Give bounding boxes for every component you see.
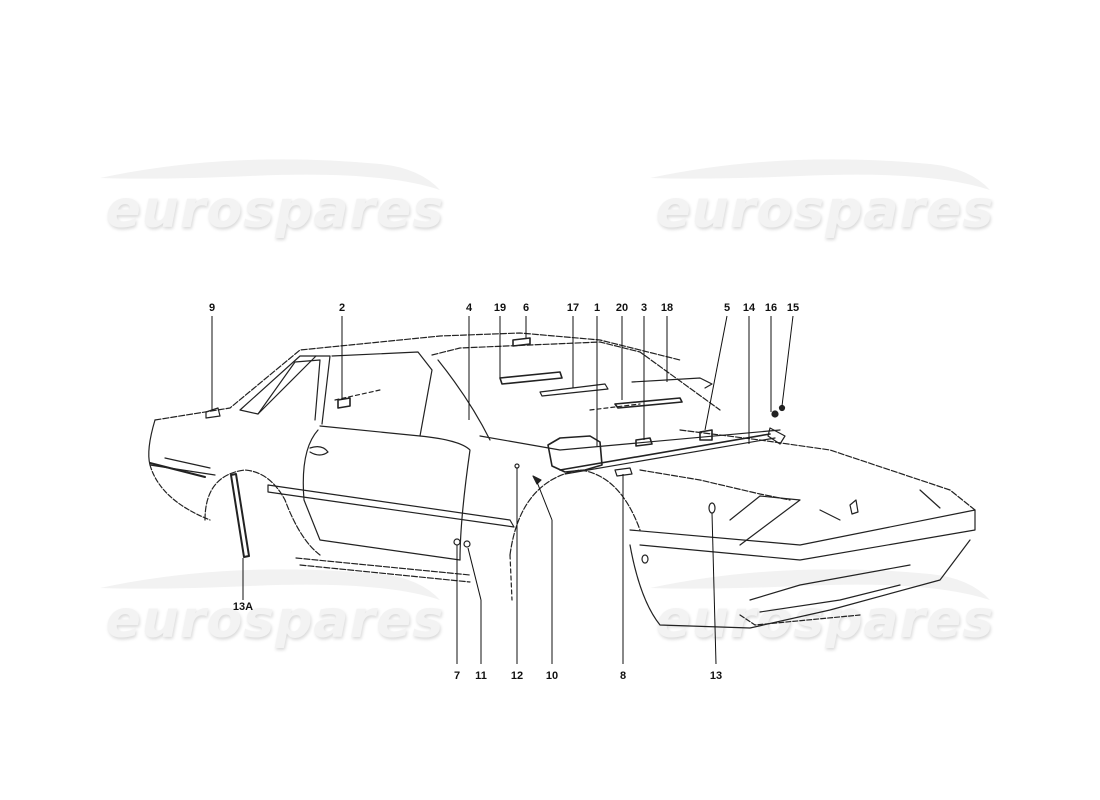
watermark-text: eurospares — [655, 590, 995, 650]
swoosh-icon — [650, 159, 990, 190]
callout-1: 1 — [593, 302, 601, 314]
watermark-text: eurospares — [655, 180, 995, 240]
swoosh-icon — [100, 569, 440, 600]
callout-13a: 13A — [232, 601, 254, 613]
callout-6: 6 — [522, 302, 530, 314]
callout-16: 16 — [764, 302, 778, 314]
callout-8: 8 — [619, 670, 627, 682]
callout-15: 15 — [786, 302, 800, 314]
watermark-bottom-right: eurospares — [630, 560, 1020, 650]
watermark-text: eurospares — [105, 180, 445, 240]
watermark-top-right: eurospares — [630, 150, 1020, 240]
watermark-bottom-left: eurospares — [80, 560, 470, 650]
callout-20: 20 — [615, 302, 629, 314]
callout-7: 7 — [453, 670, 461, 682]
callout-2: 2 — [338, 302, 346, 314]
callout-10: 10 — [545, 670, 559, 682]
callout-18: 18 — [660, 302, 674, 314]
callout-12: 12 — [510, 670, 524, 682]
callout-13: 13 — [709, 670, 723, 682]
callout-3: 3 — [640, 302, 648, 314]
swoosh-icon — [100, 159, 440, 190]
callout-17: 17 — [566, 302, 580, 314]
callout-11: 11 — [475, 670, 487, 682]
callout-9: 9 — [208, 302, 216, 314]
watermark-text: eurospares — [105, 590, 445, 650]
callout-5: 5 — [723, 302, 731, 314]
swoosh-icon — [650, 569, 990, 600]
callout-14: 14 — [742, 302, 756, 314]
callout-19: 19 — [493, 302, 507, 314]
watermark-top-left: eurospares — [80, 150, 470, 240]
callout-4: 4 — [465, 302, 473, 314]
